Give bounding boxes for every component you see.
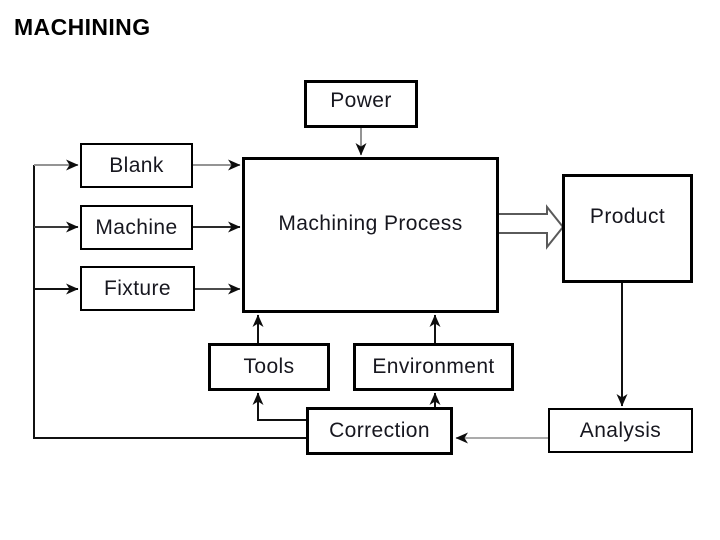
node-blank: Blank [80, 143, 193, 188]
node-machining-process-label: Machining Process [278, 212, 463, 235]
node-environment: Environment [353, 343, 514, 391]
node-tools: Tools [208, 343, 330, 391]
edge-correction-feedback-trunk [33, 165, 306, 439]
node-machine: Machine [80, 205, 193, 250]
node-power: Power [304, 80, 418, 128]
node-analysis: Analysis [548, 408, 693, 453]
node-product: Product [562, 174, 693, 283]
node-correction-label: Correction [329, 419, 430, 442]
node-fixture-label: Fixture [104, 276, 171, 300]
node-tools-label: Tools [243, 355, 295, 378]
node-product-label: Product [589, 204, 666, 228]
slide-title: MACHINING [14, 14, 151, 40]
edge-process-product-hollow-arrow [497, 204, 565, 250]
node-blank-label: Blank [109, 153, 164, 177]
node-machine-label: Machine [95, 215, 178, 239]
node-fixture: Fixture [80, 266, 195, 311]
node-environment-label: Environment [372, 355, 495, 378]
node-analysis-label: Analysis [579, 418, 662, 442]
edge-correction-tools [252, 392, 306, 421]
node-power-label: Power [330, 89, 392, 112]
node-correction: Correction [306, 407, 453, 455]
node-machining-process: Machining Process [242, 157, 499, 313]
